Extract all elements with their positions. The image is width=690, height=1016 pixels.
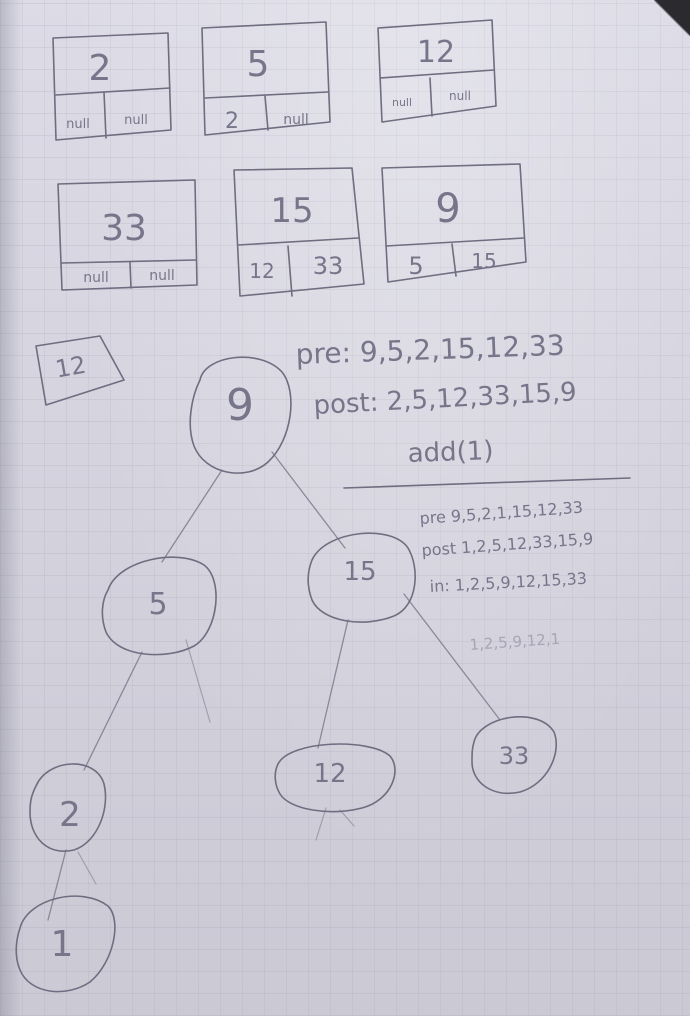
tree-node-label: 9 [226,380,254,431]
node-card: 9 5 15 [381,163,527,283]
node-card-value: 12 [417,35,455,70]
tree-node-right-left: 12 [274,743,396,813]
node-card-value: 15 [270,191,313,231]
node-card-left: null [392,96,412,109]
node-card-left: null [66,117,90,132]
tree-node-left-left: 2 [29,763,107,852]
node-card-left: null [83,270,109,286]
node-card-right: null [149,268,175,284]
sticky-card-value: 12 [53,351,88,384]
tree-node-left: 5 [101,556,217,656]
node-card: 15 12 33 [233,167,365,297]
add-note: add(1) [407,436,494,469]
page-edge-shadow [0,0,22,1016]
tree-edges [47,451,501,921]
tree-node-label: 12 [313,759,346,789]
node-card-right: 33 [313,252,344,280]
in-order-note: in: 1,2,5,9,12,15,33 [429,569,587,596]
pre-order-note-2: pre 9,5,2,1,15,12,33 [419,498,584,528]
post-order-note-2: post 1,2,5,12,33,15,9 [421,529,594,560]
traversal-notes: pre: 9,5,2,15,12,33 post: 2,5,12,33,15,9… [295,329,631,654]
tree-node-root: 9 [189,356,292,474]
tree-node-left-left-left: 1 [15,895,116,993]
node-card-left: 2 [225,109,239,134]
node-card: 12 null null [377,19,497,123]
partial-note: 1,2,5,9,12,1 [469,630,561,654]
tree-node-label: 15 [343,557,376,587]
node-card-value: 5 [247,44,270,85]
tree-node-right: 15 [307,532,416,623]
node-card-value: 9 [435,186,460,232]
post-order-note: post: 2,5,12,33,15,9 [313,377,578,421]
node-card-right: 15 [471,249,496,273]
node-card-right: null [449,89,471,103]
node-card-right: null [124,113,148,128]
node-card-value: 33 [101,208,147,249]
node-card-right: null [283,112,309,128]
tree-node-label: 2 [59,795,81,835]
node-card-value: 2 [89,48,112,89]
sticky-card: 12 [35,335,125,406]
tree-node-label: 5 [148,587,167,622]
dark-corner [654,0,690,36]
node-card: 5 2 null [201,21,331,136]
tree-node-label: 33 [499,742,530,770]
divider-line [343,477,631,489]
node-card-left: 12 [249,259,274,283]
node-card: 2 null null [52,32,172,141]
node-card: 33 null null [57,179,198,291]
pre-order-note: pre: 9,5,2,15,12,33 [295,329,565,371]
tree-node-label: 1 [51,924,74,965]
node-card-left: 5 [408,252,423,280]
tree-node-right-right: 33 [471,716,558,795]
